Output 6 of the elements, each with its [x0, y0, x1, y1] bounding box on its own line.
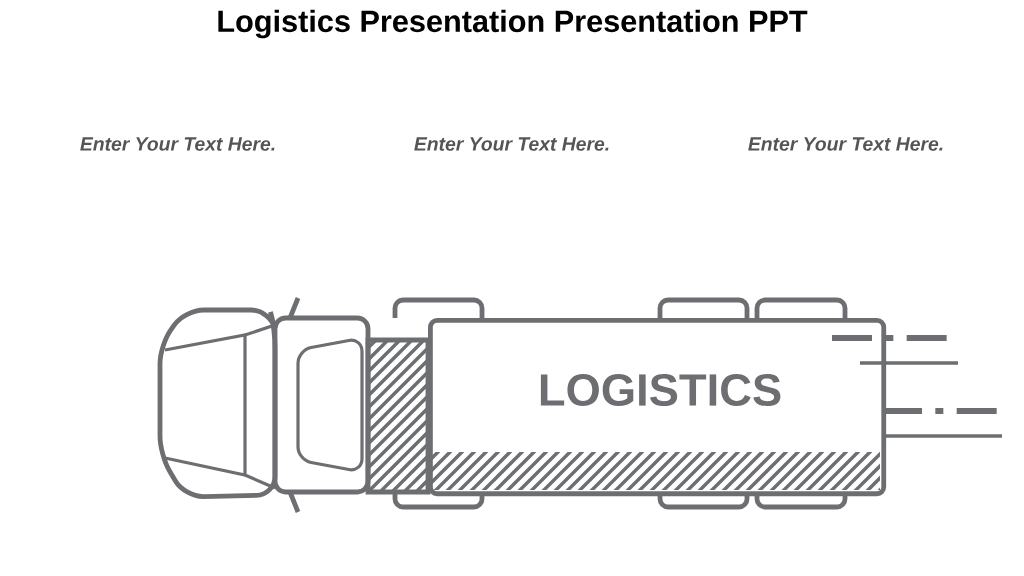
- title: Logistics Presentation Presentation PPT: [218, 9, 808, 39]
- caption-text: Enter Your Text Here.: [414, 137, 609, 151]
- caption-text: Enter Your Text Here.: [80, 137, 275, 151]
- trailer-box: [428, 318, 887, 497]
- node-label: LOGISTICS: [540, 373, 781, 407]
- caption-text: Enter Your Text Here.: [748, 137, 943, 151]
